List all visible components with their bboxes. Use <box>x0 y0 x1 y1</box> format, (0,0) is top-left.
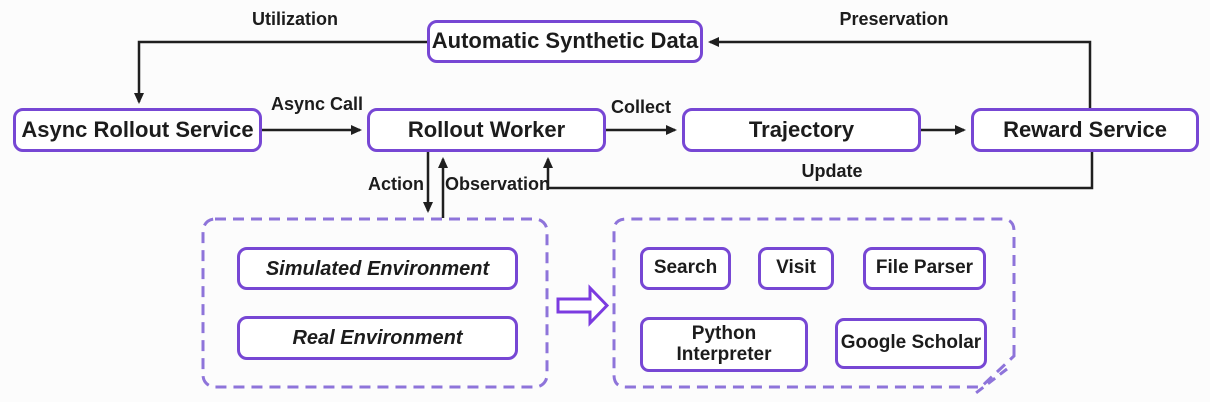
node-trajectory: Trajectory <box>682 108 921 152</box>
node-real-environment: Real Environment <box>237 316 518 360</box>
node-visit-tool: Visit <box>758 247 834 290</box>
edge-preservation <box>708 37 1092 108</box>
edge-label-update: Update <box>801 161 863 181</box>
edge-label-async-call: Async Call <box>270 94 364 114</box>
folded-corner-icon <box>971 367 1008 398</box>
edge-label-utilization: Utilization <box>252 9 338 29</box>
edge-label-action: Action <box>368 174 424 194</box>
node-automatic-synthetic-data: Automatic Synthetic Data <box>427 20 703 63</box>
edge-label-collect: Collect <box>610 97 671 117</box>
node-search-tool: Search <box>640 247 731 290</box>
environments-panel <box>201 217 549 389</box>
node-google-scholar-tool: Google Scholar <box>835 318 987 369</box>
node-reward-service: Reward Service <box>971 108 1199 152</box>
right-block-arrow-icon <box>556 284 610 327</box>
node-simulated-environment: Simulated Environment <box>237 247 518 290</box>
node-rollout-worker: Rollout Worker <box>367 108 606 152</box>
edge-label-observation: Observation <box>445 174 551 194</box>
node-python-interpreter-tool: Python Interpreter <box>640 317 808 372</box>
node-async-rollout-service: Async Rollout Service <box>13 108 262 152</box>
edge-label-preservation: Preservation <box>839 9 949 29</box>
node-file-parser-tool: File Parser <box>863 247 986 290</box>
